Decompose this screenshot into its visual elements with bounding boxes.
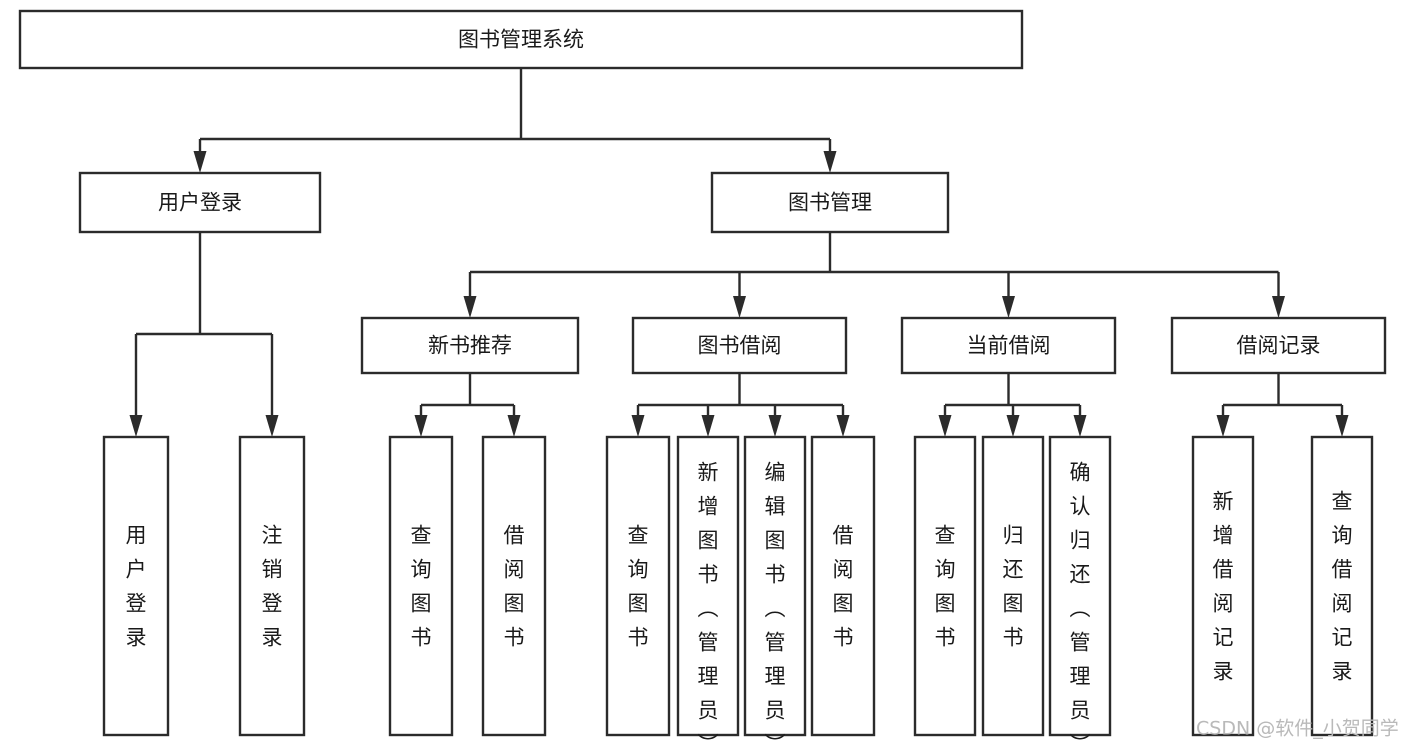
- node-label: 图书管理: [788, 191, 872, 215]
- arrow-head-icon: [733, 296, 746, 318]
- arrow-head-icon: [1216, 415, 1230, 437]
- arrow-head-icon: [129, 415, 143, 437]
- node-box[interactable]: [1310, 435, 1374, 737]
- node-label: 查询借阅记录: [1332, 489, 1353, 683]
- node-box[interactable]: [1170, 316, 1387, 375]
- node-box[interactable]: [900, 316, 1117, 375]
- node-layer: 图书管理系统用户登录图书管理新书推荐图书借阅当前借阅借阅记录用户登录注销登录查询…: [18, 9, 1387, 747]
- edge-group-new-book-rec: [414, 373, 521, 437]
- node-book-manage[interactable]: 图书管理: [710, 171, 950, 234]
- node-label: 借阅图书: [504, 523, 525, 649]
- node-leaf-query-record[interactable]: 查询借阅记录: [1310, 435, 1374, 737]
- node-label: 查询图书: [628, 523, 649, 649]
- edge-group-current-borrow: [938, 373, 1087, 437]
- node-box[interactable]: [18, 9, 1024, 70]
- node-user-login[interactable]: 用户登录: [78, 171, 322, 234]
- node-box[interactable]: [238, 435, 306, 737]
- arrow-head-icon: [193, 151, 207, 173]
- node-leaf-user-login[interactable]: 用户登录: [102, 435, 170, 737]
- node-new-book-rec[interactable]: 新书推荐: [360, 316, 580, 375]
- node-borrow-record[interactable]: 借阅记录: [1170, 316, 1387, 375]
- node-leaf-borrow-book-1[interactable]: 借阅图书: [481, 435, 547, 737]
- node-box[interactable]: [676, 435, 740, 737]
- node-box[interactable]: [1048, 435, 1112, 737]
- node-box[interactable]: [360, 316, 580, 375]
- arrow-head-icon: [265, 415, 279, 437]
- node-current-borrow[interactable]: 当前借阅: [900, 316, 1117, 375]
- arrow-head-icon: [1073, 415, 1087, 437]
- node-box[interactable]: [743, 435, 807, 737]
- node-label: 用户登录: [126, 523, 147, 649]
- node-leaf-add-book[interactable]: 新增图书︵管理员︶: [676, 435, 740, 747]
- edge-group-user-login: [129, 232, 279, 437]
- node-label: 新增借阅记录: [1213, 489, 1234, 683]
- arrow-head-icon: [1272, 296, 1285, 318]
- node-label: 归还图书: [1003, 523, 1024, 649]
- edge-group-borrow-record: [1216, 373, 1349, 437]
- node-box[interactable]: [710, 171, 950, 234]
- node-label: 用户登录: [158, 191, 242, 215]
- node-label: 借阅图书: [833, 523, 854, 649]
- node-leaf-query-book-2[interactable]: 查询图书: [605, 435, 671, 737]
- node-leaf-add-record[interactable]: 新增借阅记录: [1191, 435, 1255, 737]
- node-label: 图书借阅: [698, 334, 782, 358]
- node-box[interactable]: [810, 435, 876, 737]
- node-label: 确认归还︵管理员︶: [1070, 460, 1091, 747]
- node-label: 当前借阅: [967, 334, 1051, 358]
- arrow-head-icon: [823, 151, 837, 173]
- node-box[interactable]: [631, 316, 848, 375]
- node-leaf-edit-book[interactable]: 编辑图书︵管理员︶: [743, 435, 807, 747]
- edge-group-root: [193, 68, 837, 173]
- node-label: 查询图书: [411, 523, 432, 649]
- edge-group-book-manage: [463, 232, 1285, 318]
- node-box[interactable]: [78, 171, 322, 234]
- node-label: 新书推荐: [428, 334, 512, 358]
- node-root[interactable]: 图书管理系统: [18, 9, 1024, 70]
- node-box[interactable]: [1191, 435, 1255, 737]
- node-label: 编辑图书︵管理员︶: [765, 460, 786, 747]
- node-leaf-user-logout[interactable]: 注销登录: [238, 435, 306, 737]
- node-leaf-return-book[interactable]: 归还图书: [981, 435, 1045, 737]
- node-leaf-confirm-return[interactable]: 确认归还︵管理员︶: [1048, 435, 1112, 747]
- node-label: 借阅记录: [1237, 334, 1321, 358]
- node-label: 新增图书︵管理员︶: [698, 460, 719, 747]
- node-box[interactable]: [481, 435, 547, 737]
- node-box[interactable]: [388, 435, 454, 737]
- arrow-head-icon: [1006, 415, 1020, 437]
- arrow-head-icon: [701, 415, 715, 437]
- node-leaf-query-book-3[interactable]: 查询图书: [913, 435, 977, 737]
- csdn-watermark: CSDN @软件_小贺同学: [1196, 718, 1399, 740]
- node-leaf-borrow-book-2[interactable]: 借阅图书: [810, 435, 876, 737]
- arrow-head-icon: [631, 415, 645, 437]
- node-label: 图书管理系统: [458, 28, 584, 52]
- node-label: 注销登录: [262, 523, 283, 649]
- arrow-head-icon: [768, 415, 782, 437]
- node-label: 查询图书: [935, 523, 956, 649]
- arrow-head-icon: [414, 415, 428, 437]
- node-box[interactable]: [102, 435, 170, 737]
- arrow-head-icon: [463, 296, 477, 318]
- node-leaf-query-book-1[interactable]: 查询图书: [388, 435, 454, 737]
- connector-layer: [129, 68, 1349, 437]
- node-box[interactable]: [981, 435, 1045, 737]
- watermark-layer: CSDN @软件_小贺同学: [1196, 718, 1399, 740]
- node-box[interactable]: [913, 435, 977, 737]
- edge-group-book-borrow: [631, 373, 850, 437]
- arrow-head-icon: [507, 415, 521, 437]
- arrow-head-icon: [1335, 415, 1349, 437]
- node-book-borrow[interactable]: 图书借阅: [631, 316, 848, 375]
- arrow-head-icon: [938, 415, 952, 437]
- arrow-head-icon: [836, 415, 850, 437]
- node-box[interactable]: [605, 435, 671, 737]
- arrow-head-icon: [1002, 296, 1015, 318]
